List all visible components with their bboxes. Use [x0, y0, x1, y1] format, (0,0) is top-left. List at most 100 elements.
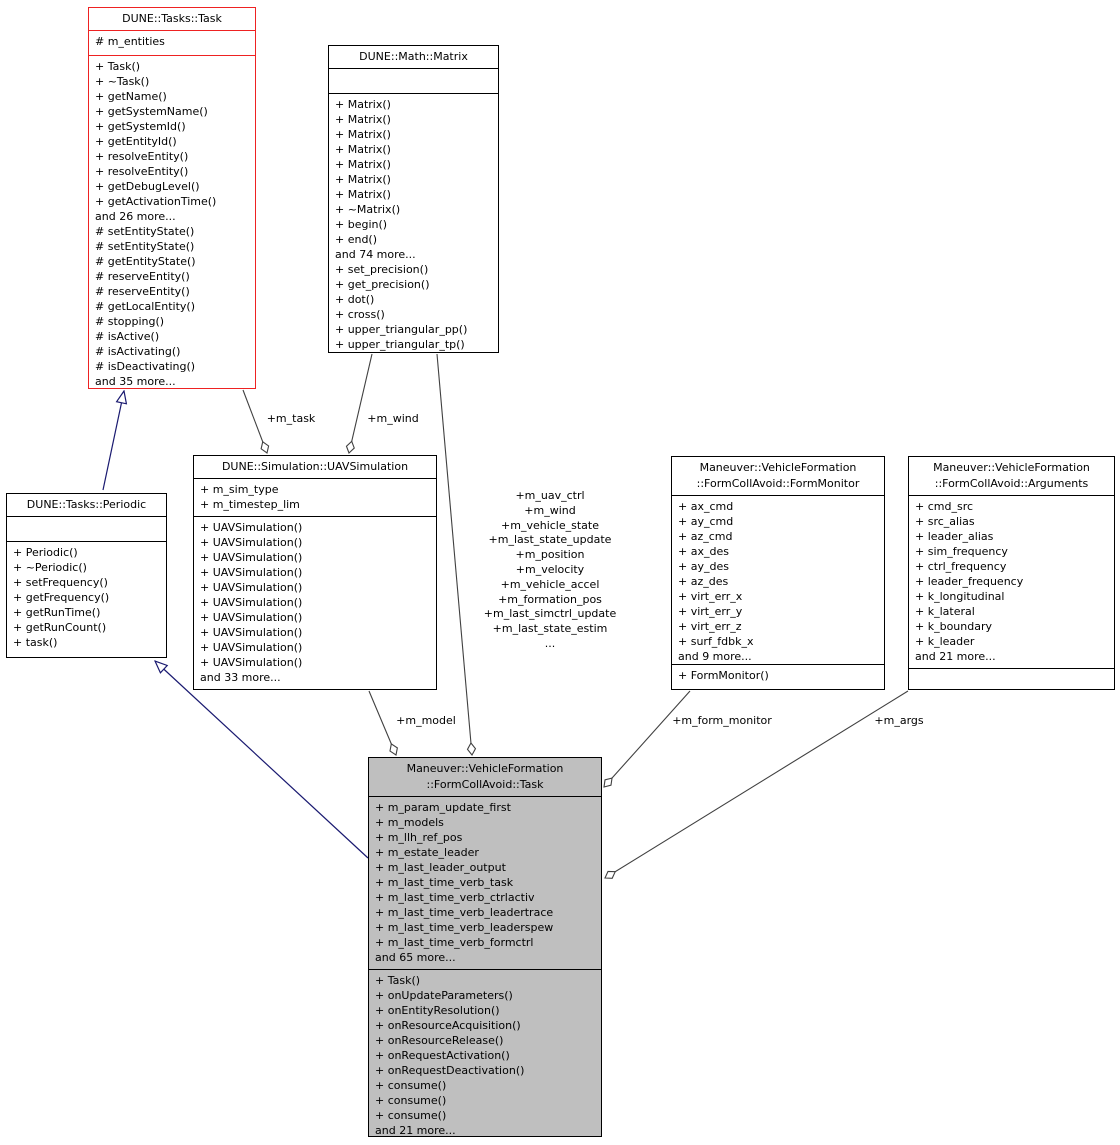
class-attributes: # m_entities [89, 30, 255, 55]
method-line: + Matrix() [335, 188, 391, 201]
class-box-dune-math-matrix[interactable]: DUNE::Math::Matrix + Matrix()+ Matrix()+… [328, 45, 499, 353]
method-line: # reserveEntity() [95, 270, 190, 283]
method-line: + consume() [375, 1094, 447, 1107]
class-methods: + Task()+ ~Task()+ getName()+ getSystemN… [89, 55, 255, 388]
edge-label-m-wind: +m_wind [367, 412, 419, 425]
method-line: + getFrequency() [13, 591, 110, 604]
method-line: + onRequestActivation() [375, 1049, 510, 1062]
method-line: + UAVSimulation() [200, 521, 303, 534]
method-line: + resolveEntity() [95, 165, 189, 178]
attribute-line: + k_longitudinal [915, 590, 1005, 603]
method-line: + begin() [335, 218, 388, 231]
method-line: and 26 more... [95, 210, 176, 223]
method-line: + UAVSimulation() [200, 551, 303, 564]
class-title-line: ::FormCollAvoid::FormMonitor [696, 477, 860, 490]
method-line: + end() [335, 233, 378, 246]
class-box-dune-tasks-periodic[interactable]: DUNE::Tasks::Periodic + Periodic()+ ~Per… [6, 493, 167, 658]
edge-label-line: +m_velocity [515, 562, 585, 576]
attribute-line: + m_last_time_verb_task [375, 876, 514, 889]
attribute-line: + m_last_time_verb_formctrl [375, 936, 534, 949]
method-line: # isActivating() [95, 345, 181, 358]
edge-label-m-args: +m_args [874, 714, 924, 727]
method-line: + ~Task() [95, 75, 150, 88]
edge-label-line: +m_formation_pos [498, 592, 602, 606]
method-line: + FormMonitor() [678, 669, 769, 682]
attribute-line: + ctrl_frequency [915, 560, 1007, 573]
method-line: + task() [13, 636, 58, 649]
method-line: + getSystemName() [95, 105, 208, 118]
method-line: # isActive() [95, 330, 160, 343]
attribute-line: + src_alias [915, 515, 975, 528]
method-line: + getDebugLevel() [95, 180, 200, 193]
edge-inherit-periodic-to-task [102, 391, 124, 491]
class-attributes: + ax_cmd+ ay_cmd+ az_cmd+ ax_des+ ay_des… [672, 495, 884, 664]
class-title-line: DUNE::Math::Matrix [359, 50, 468, 63]
method-line: # reserveEntity() [95, 285, 190, 298]
attribute-line: + surf_fdbk_x [678, 635, 754, 648]
class-box-uavsimulation[interactable]: DUNE::Simulation::UAVSimulation + m_sim_… [193, 455, 437, 690]
class-box-formcollavoid-task[interactable]: Maneuver::VehicleFormation::FormCollAvoi… [368, 757, 602, 1137]
method-line: + Matrix() [335, 113, 391, 126]
method-line: + onUpdateParameters() [375, 989, 513, 1002]
edge-label-m-task: +m_task [266, 412, 316, 425]
attribute-line: + ax_des [678, 545, 729, 558]
attribute-line: + virt_err_x [678, 590, 743, 603]
attribute-line: and 21 more... [915, 650, 996, 663]
attribute-line: + m_param_update_first [375, 801, 511, 814]
attribute-line: + m_last_time_verb_ctrlactiv [375, 891, 535, 904]
method-line: # getEntityState() [95, 255, 196, 268]
class-box-arguments[interactable]: Maneuver::VehicleFormation::FormCollAvoi… [908, 456, 1115, 690]
method-line: + UAVSimulation() [200, 566, 303, 579]
method-line: + resolveEntity() [95, 150, 189, 163]
attribute-line: + leader_alias [915, 530, 994, 543]
method-line: + ~Periodic() [13, 561, 87, 574]
class-title-line: DUNE::Tasks::Periodic [26, 498, 147, 511]
attribute-line: + cmd_src [915, 500, 974, 513]
attribute-line: + m_last_leader_output [375, 861, 506, 874]
edge-label-line: +m_wind [524, 503, 576, 517]
edge-label-line: +m_vehicle_accel [500, 577, 600, 591]
method-line: + UAVSimulation() [200, 611, 303, 624]
class-title-line: Maneuver::VehicleFormation [933, 461, 1090, 474]
method-line: + UAVSimulation() [200, 626, 303, 639]
class-title-line: ::FormCollAvoid::Arguments [934, 477, 1089, 490]
edge-label-m-form-monitor: +m_form_monitor [672, 714, 772, 727]
method-line: + UAVSimulation() [200, 536, 303, 549]
method-line: + Matrix() [335, 143, 391, 156]
class-title: DUNE::Tasks::Periodic [7, 494, 166, 516]
class-attributes [7, 516, 166, 541]
edge-label-matrix-members: +m_uav_ctrl+m_wind+m_vehicle_state+m_las… [484, 489, 616, 652]
class-attributes: + m_param_update_first+ m_models+ m_llh_… [369, 796, 601, 969]
attribute-line: + leader_frequency [915, 575, 1024, 588]
attribute-line: + k_leader [915, 635, 975, 648]
class-title: Maneuver::VehicleFormation::FormCollAvoi… [369, 758, 601, 796]
method-line: and 74 more... [335, 248, 416, 261]
method-line: + getRunTime() [13, 606, 101, 619]
method-line: # isDeactivating() [95, 360, 196, 373]
attribute-line: + az_cmd [678, 530, 733, 543]
method-line: + getName() [95, 90, 167, 103]
attribute-line: + ay_des [678, 560, 729, 573]
attribute-line: + k_boundary [915, 620, 992, 633]
class-title: DUNE::Tasks::Task [89, 8, 255, 30]
class-box-dune-tasks-task[interactable]: DUNE::Tasks::Task # m_entities + Task()+… [88, 7, 256, 389]
class-box-formmonitor[interactable]: Maneuver::VehicleFormation::FormCollAvoi… [671, 456, 885, 690]
method-line: + ~Matrix() [335, 203, 401, 216]
class-methods: + FormMonitor() [672, 664, 884, 689]
method-line: + consume() [375, 1079, 447, 1092]
attribute-line: + k_lateral [915, 605, 975, 618]
attribute-line: + virt_err_z [678, 620, 742, 633]
method-line: + UAVSimulation() [200, 596, 303, 609]
class-title-line: Maneuver::VehicleFormation [699, 461, 857, 474]
class-title-line: Maneuver::VehicleFormation [406, 762, 564, 775]
attribute-line: + ax_cmd [678, 500, 734, 513]
method-line: # getLocalEntity() [95, 300, 195, 313]
class-attributes [329, 68, 498, 93]
class-attributes: + m_sim_type+ m_timestep_lim [194, 478, 436, 516]
method-line: + UAVSimulation() [200, 656, 303, 669]
attribute-line: + az_des [678, 575, 729, 588]
edge-agg-m-args [604, 690, 909, 879]
method-line: + consume() [375, 1109, 447, 1122]
method-line: + onResourceRelease() [375, 1034, 504, 1047]
